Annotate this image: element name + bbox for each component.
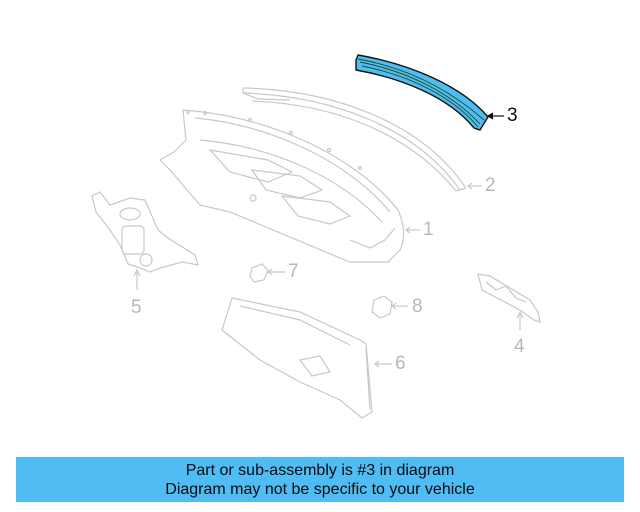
callout-3[interactable]: 3 xyxy=(507,105,518,126)
part-3-header-rail xyxy=(355,54,489,131)
callout-6[interactable]: 6 xyxy=(395,353,406,374)
banner-part-note: Part or sub-assembly is #3 in diagram xyxy=(185,461,455,479)
callout-7[interactable]: 7 xyxy=(288,261,299,282)
part-8-clip xyxy=(371,295,408,319)
part-2-seal-strip xyxy=(242,87,467,192)
callout-1[interactable]: 1 xyxy=(423,219,434,240)
part-6-trim-panel xyxy=(221,297,392,419)
banner-disclaimer: Diagram may not be specific to your vehi… xyxy=(165,480,475,498)
callout-4[interactable]: 4 xyxy=(514,336,525,357)
info-banner: Part or sub-assembly is #3 in diagram Di… xyxy=(16,457,624,502)
part-4-right-bracket xyxy=(477,273,541,330)
callout-5[interactable]: 5 xyxy=(131,297,142,318)
parts-diagram: 1 2 3 4 5 6 7 8 xyxy=(91,54,541,419)
leader-lines xyxy=(405,112,504,234)
callout-8[interactable]: 8 xyxy=(412,296,423,317)
part-1-package-tray xyxy=(159,109,405,263)
callout-2[interactable]: 2 xyxy=(485,175,496,196)
part-5-left-bracket xyxy=(91,191,199,290)
part-7-clip xyxy=(249,263,285,283)
